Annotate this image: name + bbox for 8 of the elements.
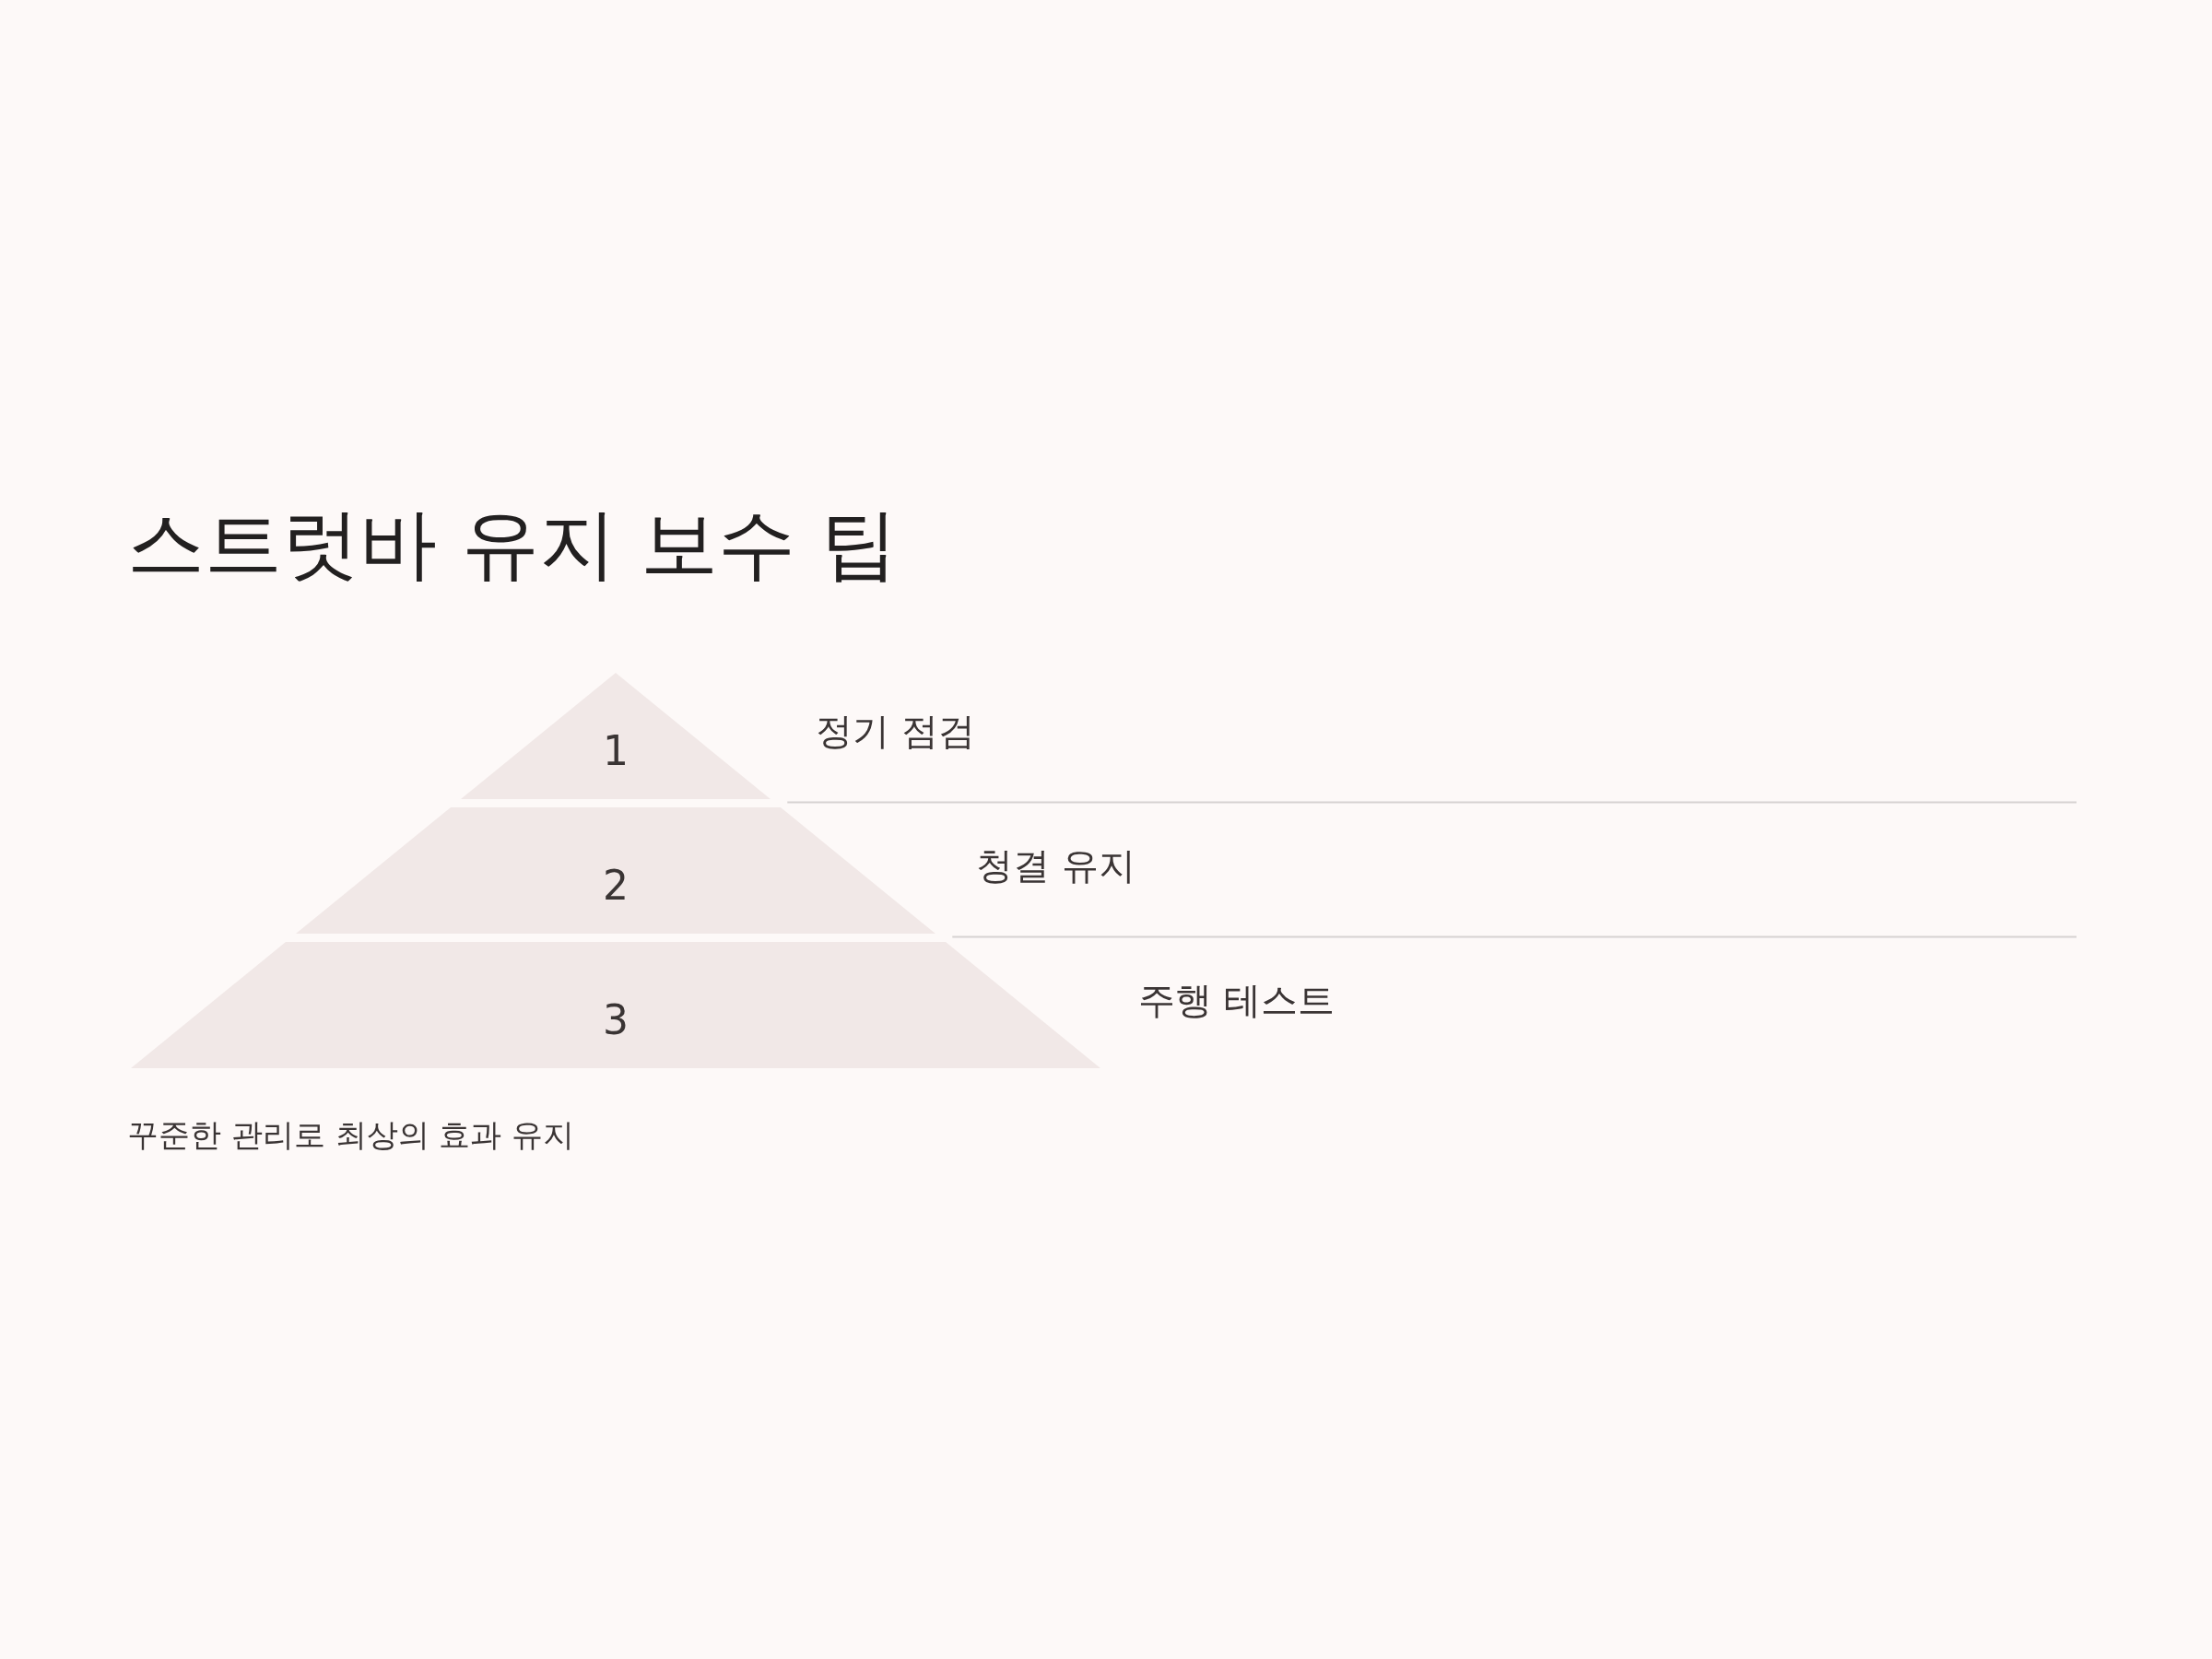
caption-text: 꾸준한 관리로 최상의 효과 유지 xyxy=(127,1115,575,1154)
tier-number: 1 xyxy=(603,726,629,775)
tier-number: 3 xyxy=(603,995,629,1044)
tier-label: 정기 점검 xyxy=(816,709,975,753)
slide-title: 스트럿바 유지 보수 팁 xyxy=(127,498,899,590)
tier-label: 청결 유지 xyxy=(976,843,1135,888)
tier-number: 2 xyxy=(603,861,629,910)
tier-label: 주행 테스트 xyxy=(1138,978,1335,1022)
